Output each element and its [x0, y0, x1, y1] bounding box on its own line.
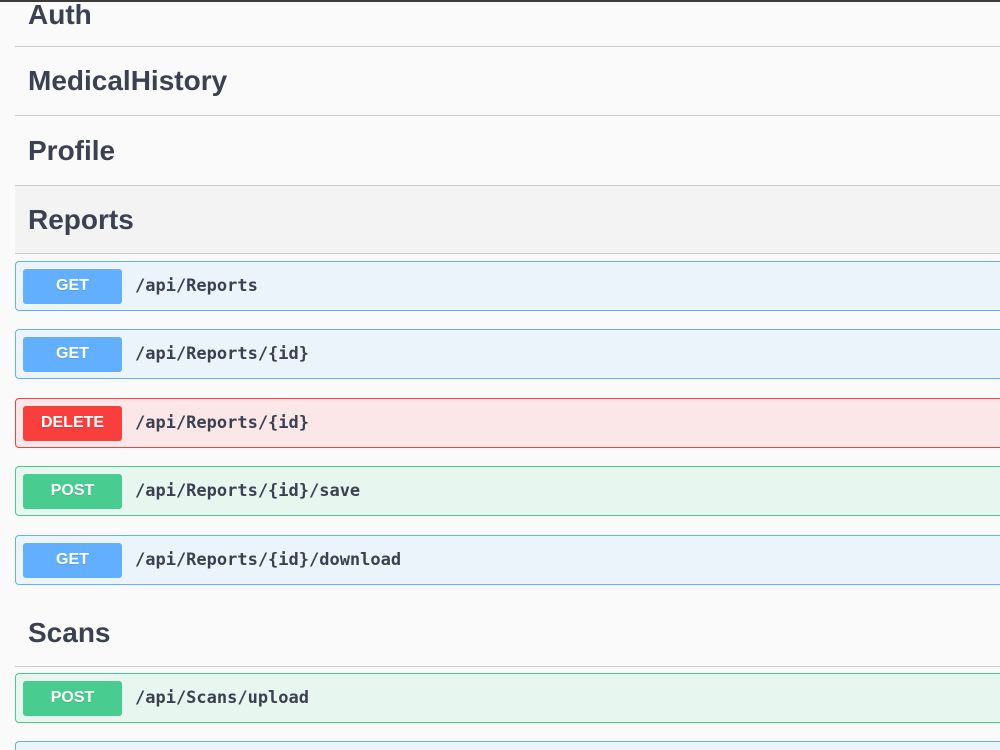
top-border — [0, 0, 1000, 2]
method-badge-get: GET — [23, 542, 122, 578]
tag-reports[interactable]: Reports — [15, 186, 1000, 254]
operation-path: /api/Reports/{id}/download — [135, 550, 402, 570]
tag-reports-label: Reports — [28, 203, 134, 235]
tag-auth-label: Auth — [28, 0, 92, 30]
operation-path: /api/Reports/{id} — [135, 344, 309, 364]
tag-profile[interactable]: Profile — [15, 116, 1000, 186]
tag-medical-history-label: MedicalHistory — [28, 65, 228, 96]
operation-path: /api/Reports/{id}/save — [135, 481, 361, 501]
method-badge-delete: DELETE — [23, 405, 122, 441]
method-badge-get: GET — [23, 336, 122, 372]
tag-scans-label: Scans — [28, 617, 111, 648]
operation-post-scans-upload[interactable]: POST /api/Scans/upload — [15, 673, 1000, 723]
method-badge-post: POST — [23, 473, 122, 509]
tag-auth[interactable]: Auth — [15, 0, 1000, 47]
tag-scans[interactable]: Scans — [15, 600, 1000, 667]
operation-get-report-by-id[interactable]: GET /api/Reports/{id} — [15, 329, 1000, 379]
tag-profile-label: Profile — [28, 134, 116, 166]
operation-get-report-download[interactable]: GET /api/Reports/{id}/download — [15, 535, 1000, 585]
operation-path: /api/Reports/{id} — [135, 413, 309, 433]
operation-post-report-save[interactable]: POST /api/Reports/{id}/save — [15, 466, 1000, 516]
operation-partial-next[interactable] — [15, 741, 1000, 750]
operation-path: /api/Scans/upload — [135, 688, 309, 708]
method-badge-post: POST — [23, 680, 122, 716]
method-badge-get: GET — [23, 268, 122, 304]
operation-delete-report[interactable]: DELETE /api/Reports/{id} — [15, 398, 1000, 448]
operation-path: /api/Reports — [135, 276, 258, 296]
tag-medical-history[interactable]: MedicalHistory — [15, 47, 1000, 116]
operation-get-reports[interactable]: GET /api/Reports — [15, 261, 1000, 311]
